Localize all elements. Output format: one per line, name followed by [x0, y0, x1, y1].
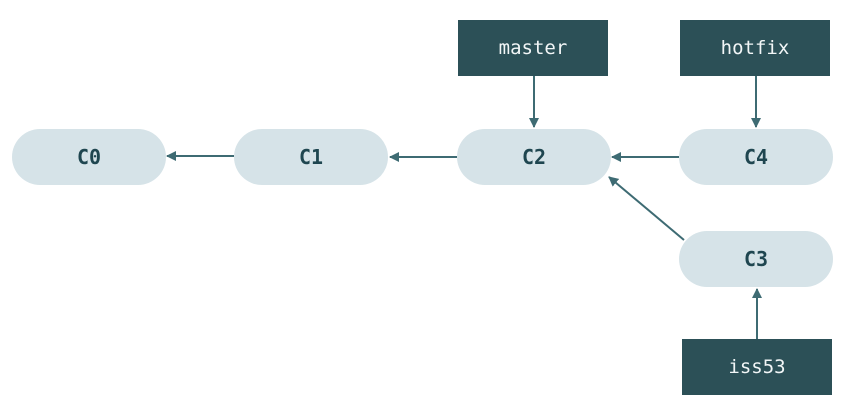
- commit-c1-label: C1: [298, 145, 324, 169]
- arrow-c3-to-c2: [608, 176, 685, 241]
- commit-c4: C4: [679, 129, 833, 185]
- commit-c1: C1: [234, 129, 388, 185]
- branch-ref-iss53: iss53: [682, 339, 832, 395]
- branch-ref-hotfix: hotfix: [680, 20, 830, 76]
- branch-ref-master-label: master: [498, 37, 568, 59]
- commit-c0: C0: [12, 129, 166, 185]
- branch-ref-hotfix-label: hotfix: [720, 37, 790, 59]
- commit-c3: C3: [679, 231, 833, 287]
- commit-c3-label: C3: [743, 247, 769, 271]
- commit-c2: C2: [457, 129, 611, 185]
- commit-c0-label: C0: [76, 145, 102, 169]
- commit-c2-label: C2: [521, 145, 547, 169]
- commit-c4-label: C4: [743, 145, 769, 169]
- branch-ref-master: master: [458, 20, 608, 76]
- branch-ref-iss53-label: iss53: [728, 356, 786, 378]
